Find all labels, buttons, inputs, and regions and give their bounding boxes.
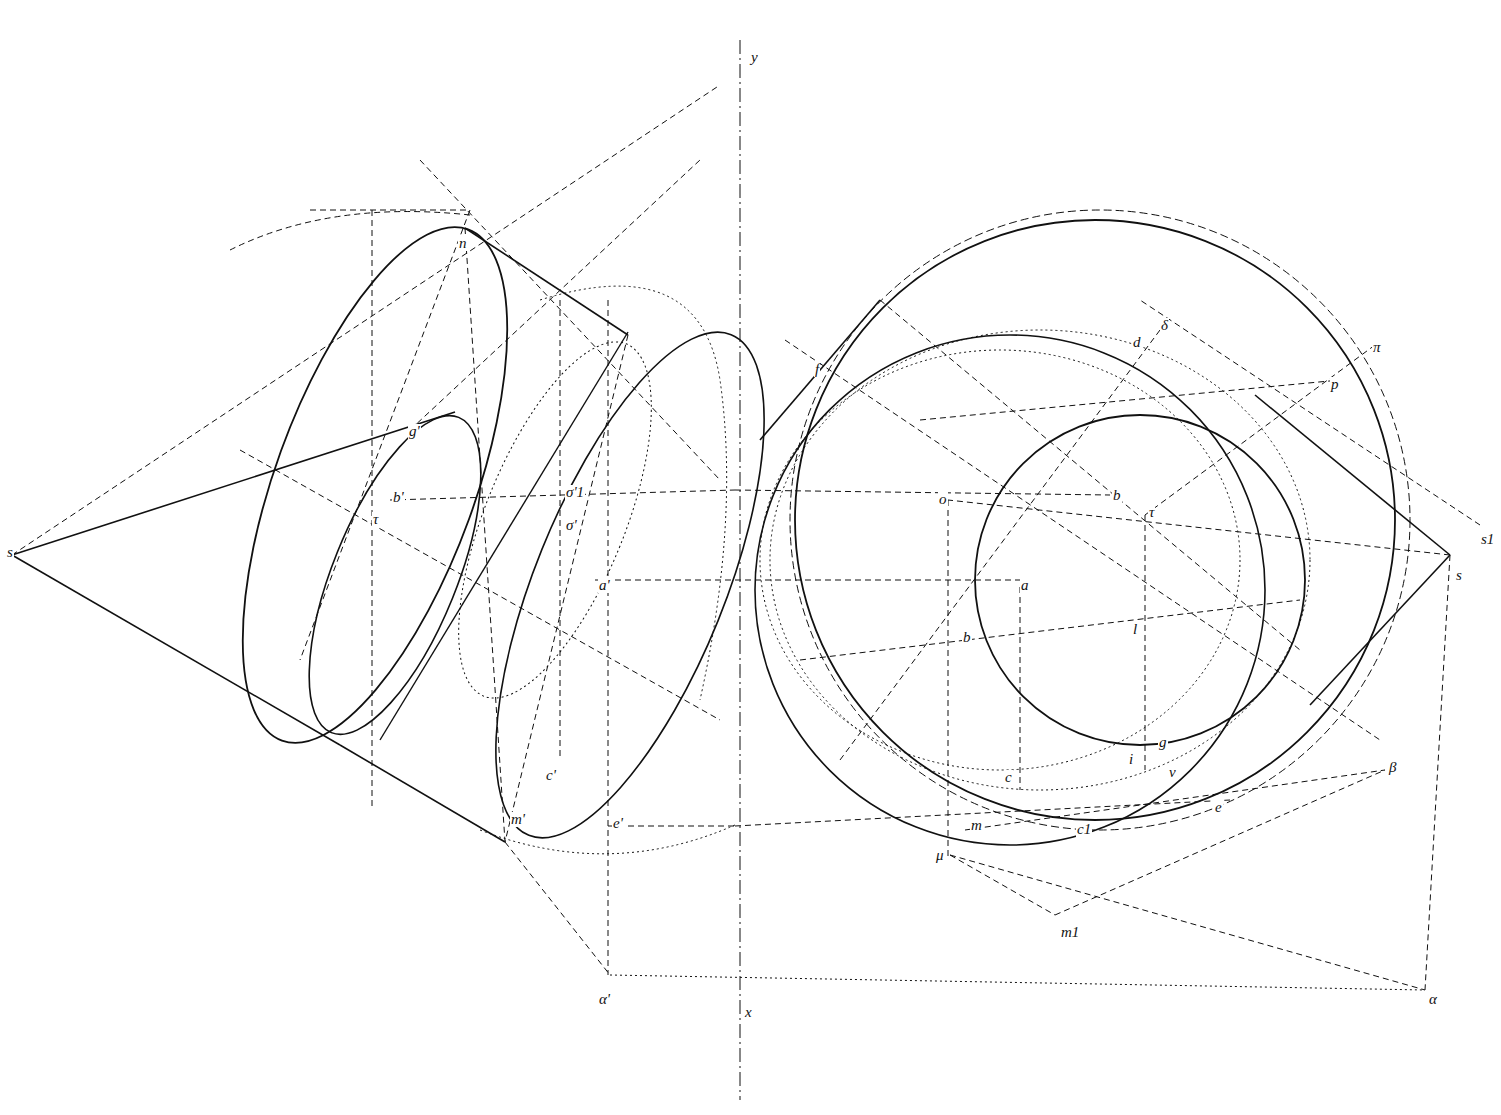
point-label: o	[938, 492, 948, 507]
point-label: g	[1158, 735, 1168, 750]
point-label: α'	[598, 992, 611, 1007]
point-label: s	[6, 545, 14, 560]
point-label: i	[1128, 752, 1134, 767]
point-label: b	[962, 630, 972, 645]
point-label: m'	[510, 812, 526, 827]
point-label: s1	[1480, 532, 1495, 547]
point-label: τ	[372, 512, 379, 527]
ground-line	[740, 40, 741, 1100]
point-label: α	[1428, 992, 1438, 1007]
point-label: b	[1112, 488, 1122, 503]
point-label: β	[1388, 760, 1397, 775]
point-label: σ'	[565, 518, 578, 533]
point-label: x	[744, 1005, 753, 1020]
point-label: σ'1	[565, 485, 585, 500]
left-projection	[12, 85, 819, 975]
point-label: τ	[1148, 505, 1155, 520]
point-label: δ	[1160, 318, 1169, 333]
point-label: m	[970, 818, 983, 833]
point-label: p	[1330, 377, 1340, 392]
point-label: m1	[1060, 925, 1080, 940]
point-label: c'	[545, 768, 557, 783]
point-label: v	[1168, 765, 1177, 780]
point-label: π	[1372, 340, 1382, 355]
point-label: b'	[392, 490, 405, 505]
point-label: μ	[935, 848, 945, 863]
point-label: a'	[598, 578, 611, 593]
point-label: f	[814, 362, 820, 377]
point-label: c	[1004, 770, 1013, 785]
point-label: d	[1132, 335, 1142, 350]
point-label: c1	[1076, 822, 1092, 837]
point-label: y	[750, 50, 759, 65]
point-label: a	[1020, 578, 1030, 593]
point-label: g'	[408, 424, 421, 439]
point-label: e	[1214, 800, 1223, 815]
point-label: e'	[612, 816, 624, 831]
point-label: l	[1132, 622, 1138, 637]
point-label: s	[1455, 568, 1463, 583]
right-projection	[610, 210, 1480, 990]
point-label: n	[458, 236, 468, 251]
